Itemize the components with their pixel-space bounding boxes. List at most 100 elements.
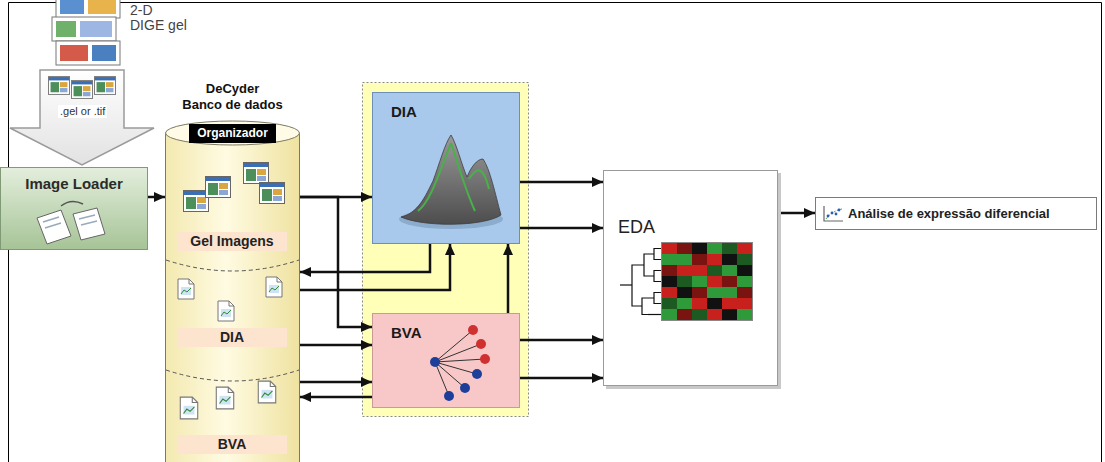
- graphic-part: [435, 330, 473, 362]
- file-icon: [94, 77, 115, 95]
- output-box: Análise de expressão diferencial: [815, 197, 1097, 230]
- graphic-part: [737, 309, 752, 320]
- graphic-part: [73, 208, 105, 240]
- graphic-part: [472, 369, 482, 379]
- graphic-part: [707, 254, 722, 265]
- graphic-part: [722, 243, 737, 254]
- section-label: Gel Imagens: [177, 232, 287, 251]
- import-arrow: [10, 70, 154, 165]
- graphic-part: [831, 212, 834, 215]
- database-cylinder: DeCyderBanco de dadosOrganizadorGel Imag…: [165, 78, 300, 462]
- flow-arrow: [507, 244, 510, 313]
- box-label: Image Loader: [25, 175, 123, 193]
- graphic-part: [56, 0, 120, 18]
- graphic-part: [60, 0, 84, 14]
- graphic-part: [654, 293, 662, 304]
- flow-arrow: [520, 377, 603, 380]
- section-label: BVA: [177, 435, 287, 454]
- graphic-part: [56, 41, 120, 65]
- graphic-part: [166, 260, 299, 271]
- flow-arrow: [300, 344, 372, 347]
- graphic-part: [737, 298, 752, 309]
- graphic-part: [88, 0, 116, 14]
- database-heading: DeCyder: [206, 81, 259, 97]
- graphic-part: [418, 143, 489, 211]
- graphic-part: [662, 265, 677, 276]
- graphic-part: [692, 298, 707, 309]
- module-label: DIA: [391, 103, 417, 121]
- module-label: EDA: [618, 217, 655, 238]
- graphic-part: [654, 271, 662, 282]
- graphic-part: [92, 45, 116, 61]
- graphic-part: [707, 287, 722, 298]
- graphic-part: [642, 298, 654, 315]
- graphic-part: [435, 362, 465, 388]
- graphic-part: [662, 309, 677, 320]
- file-icon: [71, 81, 92, 99]
- graphic-part: [435, 359, 485, 362]
- graphic-part: [707, 309, 722, 320]
- graphic-part: [216, 387, 233, 409]
- graphic-part: [662, 254, 677, 265]
- graphic-part: [677, 276, 692, 287]
- graphic-part: [266, 277, 282, 297]
- graphic-part: [620, 284, 632, 285]
- flow-arrow: [778, 212, 815, 215]
- graphic-part: [662, 287, 677, 298]
- module-label: BVA: [391, 324, 422, 342]
- module-box: EDA: [603, 170, 778, 386]
- flow-arrow: [300, 197, 372, 327]
- graphic-part: [662, 298, 677, 309]
- image-caption: 2-D DIGE gel: [130, 3, 189, 33]
- graphic-part: [435, 330, 485, 396]
- file-icon: [48, 77, 69, 95]
- graphic-part: [244, 163, 269, 184]
- graphic-part: [827, 215, 830, 218]
- flow-arrow: [300, 396, 372, 399]
- graphic-part: [737, 276, 752, 287]
- graphic-part: [707, 243, 722, 254]
- graphic-part: [707, 276, 722, 287]
- flow-arrow: [520, 181, 603, 184]
- graphic-part: [260, 183, 285, 204]
- graphic-part: [662, 276, 677, 287]
- graphic-part: [835, 213, 838, 216]
- graphic-part: [662, 243, 752, 320]
- graphic-part: [166, 370, 299, 381]
- graphic-part: [79, 215, 97, 225]
- flow-arrow: [520, 227, 603, 230]
- graphic-part: [722, 254, 737, 265]
- graphic-part: [677, 243, 692, 254]
- graphic-part: [722, 276, 737, 287]
- graphic-part: [737, 254, 752, 265]
- graphic-part: [692, 243, 707, 254]
- graphic-part: [52, 17, 116, 41]
- graphic-part: [178, 279, 194, 299]
- graphic-part: [838, 209, 841, 212]
- format-note: .gel or .tif: [58, 105, 107, 118]
- graphic-part: [43, 217, 61, 228]
- graphic-part: [677, 298, 692, 309]
- module-panel: [363, 83, 529, 417]
- graphic-part: [61, 201, 83, 206]
- graphic-part: [677, 265, 692, 276]
- graphic-part: [737, 265, 752, 276]
- graphic-part: [722, 265, 737, 276]
- graphic-part: [460, 383, 470, 393]
- graphic-part: [737, 287, 752, 298]
- graphic-part: [692, 254, 707, 265]
- chart-icon: [822, 205, 844, 223]
- graphic-part: [444, 391, 454, 401]
- output-label: Análise de expressão diferencial: [848, 206, 1050, 222]
- flow-arrow: [520, 339, 603, 342]
- graphic-part: [56, 21, 76, 37]
- graphic-part: [692, 309, 707, 320]
- flow-arrow: [300, 244, 430, 272]
- graphic-part: [184, 191, 209, 212]
- database-section: DIA: [165, 266, 300, 370]
- graphic-part: [677, 287, 692, 298]
- graphic-part: [677, 254, 692, 265]
- graphic-part: [692, 265, 707, 276]
- graphic-part: [737, 243, 752, 254]
